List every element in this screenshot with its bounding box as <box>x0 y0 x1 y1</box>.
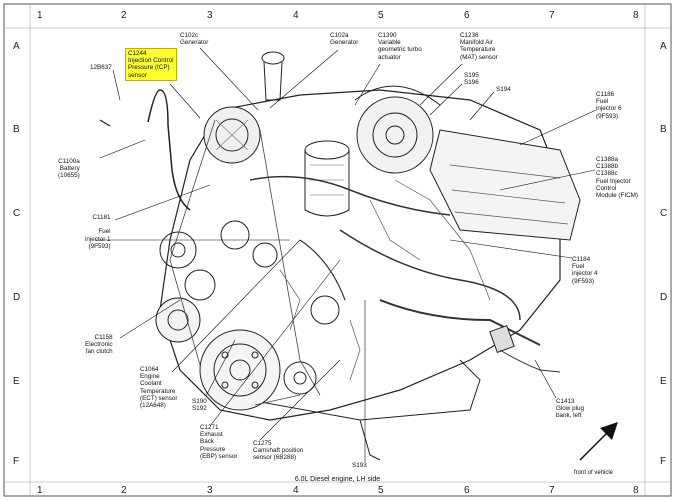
row-ref-left-d: D <box>13 292 21 303</box>
col-ref-top-3: 3 <box>207 10 213 21</box>
col-ref-top-1: 1 <box>37 10 43 21</box>
col-ref-bottom-3: 3 <box>207 485 213 496</box>
col-ref-bottom-5: 5 <box>378 485 384 496</box>
col-ref-top-4: 4 <box>293 10 299 21</box>
col-ref-bottom-6: 6 <box>464 485 470 496</box>
col-ref-top-2: 2 <box>121 10 127 21</box>
callout-12b637: 12B637 <box>90 64 112 71</box>
front-arrow <box>579 422 618 461</box>
callout-s193: S193 <box>352 462 367 469</box>
engine-illustration <box>99 51 581 461</box>
col-ref-top-7: 7 <box>549 10 555 21</box>
col-ref-bottom-8: 8 <box>633 485 639 496</box>
row-ref-left-e: E <box>13 376 20 387</box>
row-ref-left-a: A <box>13 41 20 52</box>
row-ref-left-b: B <box>13 124 20 135</box>
figure-caption: 6.0L Diesel engine, LH side <box>294 476 381 483</box>
front-of-vehicle-label: front of vehicle <box>574 470 614 476</box>
col-ref-bottom-2: 2 <box>121 485 127 496</box>
col-ref-bottom-4: 4 <box>293 485 299 496</box>
col-ref-top-5: 5 <box>378 10 384 21</box>
row-ref-right-f: F <box>660 456 667 467</box>
row-ref-right-e: E <box>660 376 667 387</box>
row-ref-right-a: A <box>660 41 667 52</box>
frame-border <box>3 3 672 497</box>
row-ref-right-d: D <box>660 292 668 303</box>
col-ref-bottom-1: 1 <box>37 485 43 496</box>
leader-lines <box>95 47 597 462</box>
callout-s194: S194 <box>496 86 511 93</box>
col-ref-top-8: 8 <box>633 10 639 21</box>
row-ref-right-b: B <box>660 124 667 135</box>
row-ref-left-f: F <box>13 456 20 467</box>
row-ref-right-c: C <box>660 208 668 219</box>
col-ref-top-6: 6 <box>464 10 470 21</box>
row-ref-left-c: C <box>13 208 21 219</box>
col-ref-bottom-7: 7 <box>549 485 555 496</box>
